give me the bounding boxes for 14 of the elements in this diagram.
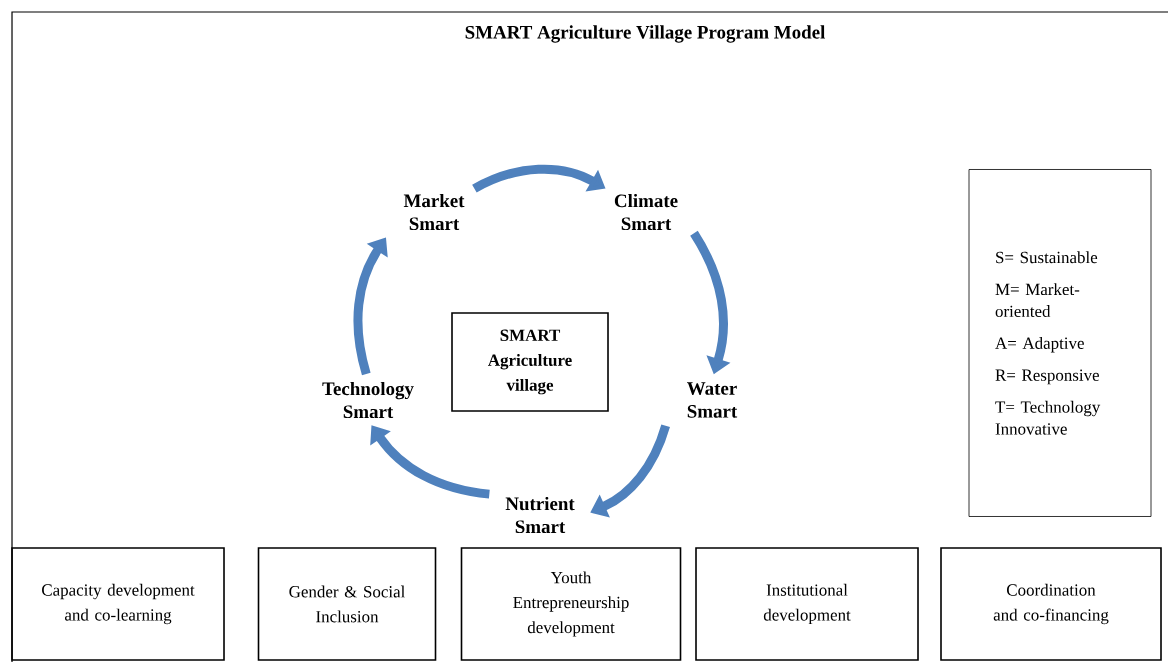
text-box: Coordination and co-financing [940, 547, 1162, 661]
key-box: S= Sustainable M= Market-oriented A= Adaptive R= Responsive T= Technology Innovative [968, 169, 1152, 517]
text-box: Capacity development and co-learning [11, 547, 225, 661]
cycle-label: Climate Smart [614, 193, 678, 231]
cycle-label: Nutrient Smart [505, 496, 575, 534]
text-box: Youth Entrepreneurship development [460, 547, 682, 661]
cycle-label: Water Smart [687, 382, 738, 418]
cycle-label: Technology Smart [322, 381, 414, 419]
text-box: Institutional development [695, 547, 919, 661]
title: SMART Agriculture Village Program Model [465, 25, 826, 43]
text-box: Gender & Social Inclusion [257, 547, 437, 661]
curved-arrow [370, 425, 490, 499]
text-box: SMART Agriculture village [451, 312, 609, 412]
cycle-label: Market Smart [403, 193, 465, 231]
